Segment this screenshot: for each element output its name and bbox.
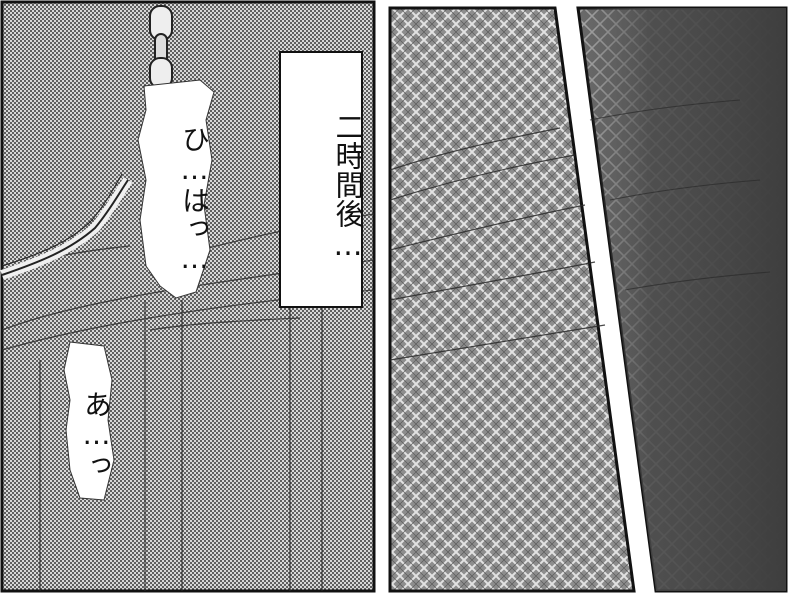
speech-bubble-2: あ…っ xyxy=(80,389,113,479)
panel-3 xyxy=(576,6,788,593)
panel-2 xyxy=(388,6,636,593)
narration-caption: 二時間後… xyxy=(331,111,365,262)
speech-bubble-1: ひ…はっ… xyxy=(178,125,211,275)
panel-1 xyxy=(0,0,376,593)
chain xyxy=(0,5,173,280)
